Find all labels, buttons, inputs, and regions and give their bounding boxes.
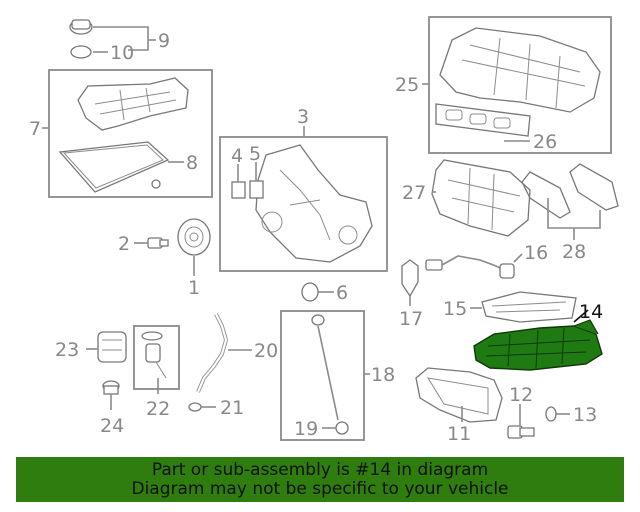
- dipstick-group-box: [280, 310, 365, 441]
- callout-11: 11: [447, 423, 471, 445]
- dipstick-tube-oring: [188, 402, 202, 412]
- drain-plug: [507, 425, 535, 439]
- banner-line-1: Part or sub-assembly is #14 in diagram: [151, 460, 489, 480]
- oil-filter-housing: [97, 331, 127, 363]
- callout-10: 10: [110, 42, 134, 64]
- lower-intake-gaskets: [521, 163, 619, 219]
- valve-cover-grommet: [151, 179, 161, 189]
- callout-6: 6: [336, 282, 348, 304]
- callout-1: 1: [188, 277, 200, 299]
- leader-lines: [42, 26, 601, 429]
- callout-28: 28: [562, 241, 586, 263]
- callout-21: 21: [220, 397, 244, 419]
- info-banner: Part or sub-assembly is #14 in diagram D…: [16, 457, 624, 502]
- callout-3: 3: [297, 106, 309, 128]
- oil-filler-cap: [69, 19, 93, 35]
- upper-oil-pan-highlighted: [473, 319, 603, 371]
- filter-housing-plug: [102, 380, 120, 395]
- callout-27: 27: [402, 182, 426, 204]
- sensor-harness: [425, 255, 515, 279]
- callout-22: 22: [146, 398, 170, 420]
- callout-2: 2: [118, 233, 130, 255]
- intake-manifold-group-box: [428, 16, 612, 154]
- manifold-gasket: [435, 103, 531, 137]
- callout-5: 5: [249, 143, 261, 165]
- callout-18: 18: [371, 364, 395, 386]
- oil-filter-element: [141, 331, 167, 379]
- callout-24: 24: [100, 415, 124, 437]
- dipstick: [311, 314, 339, 421]
- callout-13: 13: [573, 404, 597, 426]
- callout-8: 8: [186, 152, 198, 174]
- callout-16: 16: [524, 242, 548, 264]
- banner-line-2: Diagram may not be specific to your vehi…: [131, 479, 509, 499]
- seal-5: [249, 180, 264, 199]
- drain-plug-washer: [545, 406, 557, 422]
- dipstick-tube-inner: [197, 313, 228, 393]
- lower-intake-manifold: [431, 159, 531, 237]
- callout-14-highlighted: 14: [579, 301, 603, 323]
- seal-4: [231, 181, 246, 199]
- small-gasket: [401, 259, 419, 298]
- callout-17: 17: [399, 308, 423, 330]
- lower-oil-pan: [415, 367, 503, 423]
- intake-manifold: [439, 27, 601, 113]
- oil-baffle-plate: [481, 291, 577, 323]
- valve-cover-gasket: [58, 141, 170, 193]
- callout-23: 23: [55, 339, 79, 361]
- valve-cover-group-box: [48, 69, 213, 198]
- callout-9: 9: [158, 30, 170, 52]
- callout-25: 25: [395, 74, 419, 96]
- oil-filter-group-box: [133, 325, 180, 390]
- valve-cover: [77, 77, 189, 131]
- callout-7: 7: [29, 118, 41, 140]
- filler-cap-gasket: [70, 45, 92, 59]
- timing-cover: [255, 144, 373, 263]
- callout-4: 4: [231, 145, 243, 167]
- callout-19: 19: [294, 418, 318, 440]
- callout-12: 12: [509, 384, 533, 406]
- callout-26: 26: [533, 131, 557, 153]
- callout-20: 20: [254, 340, 278, 362]
- callout-15: 15: [443, 298, 467, 320]
- front-crank-seal: [301, 282, 319, 302]
- crank-pulley: [177, 218, 211, 256]
- pulley-bolt: [147, 237, 169, 249]
- dipstick-seal: [335, 421, 349, 435]
